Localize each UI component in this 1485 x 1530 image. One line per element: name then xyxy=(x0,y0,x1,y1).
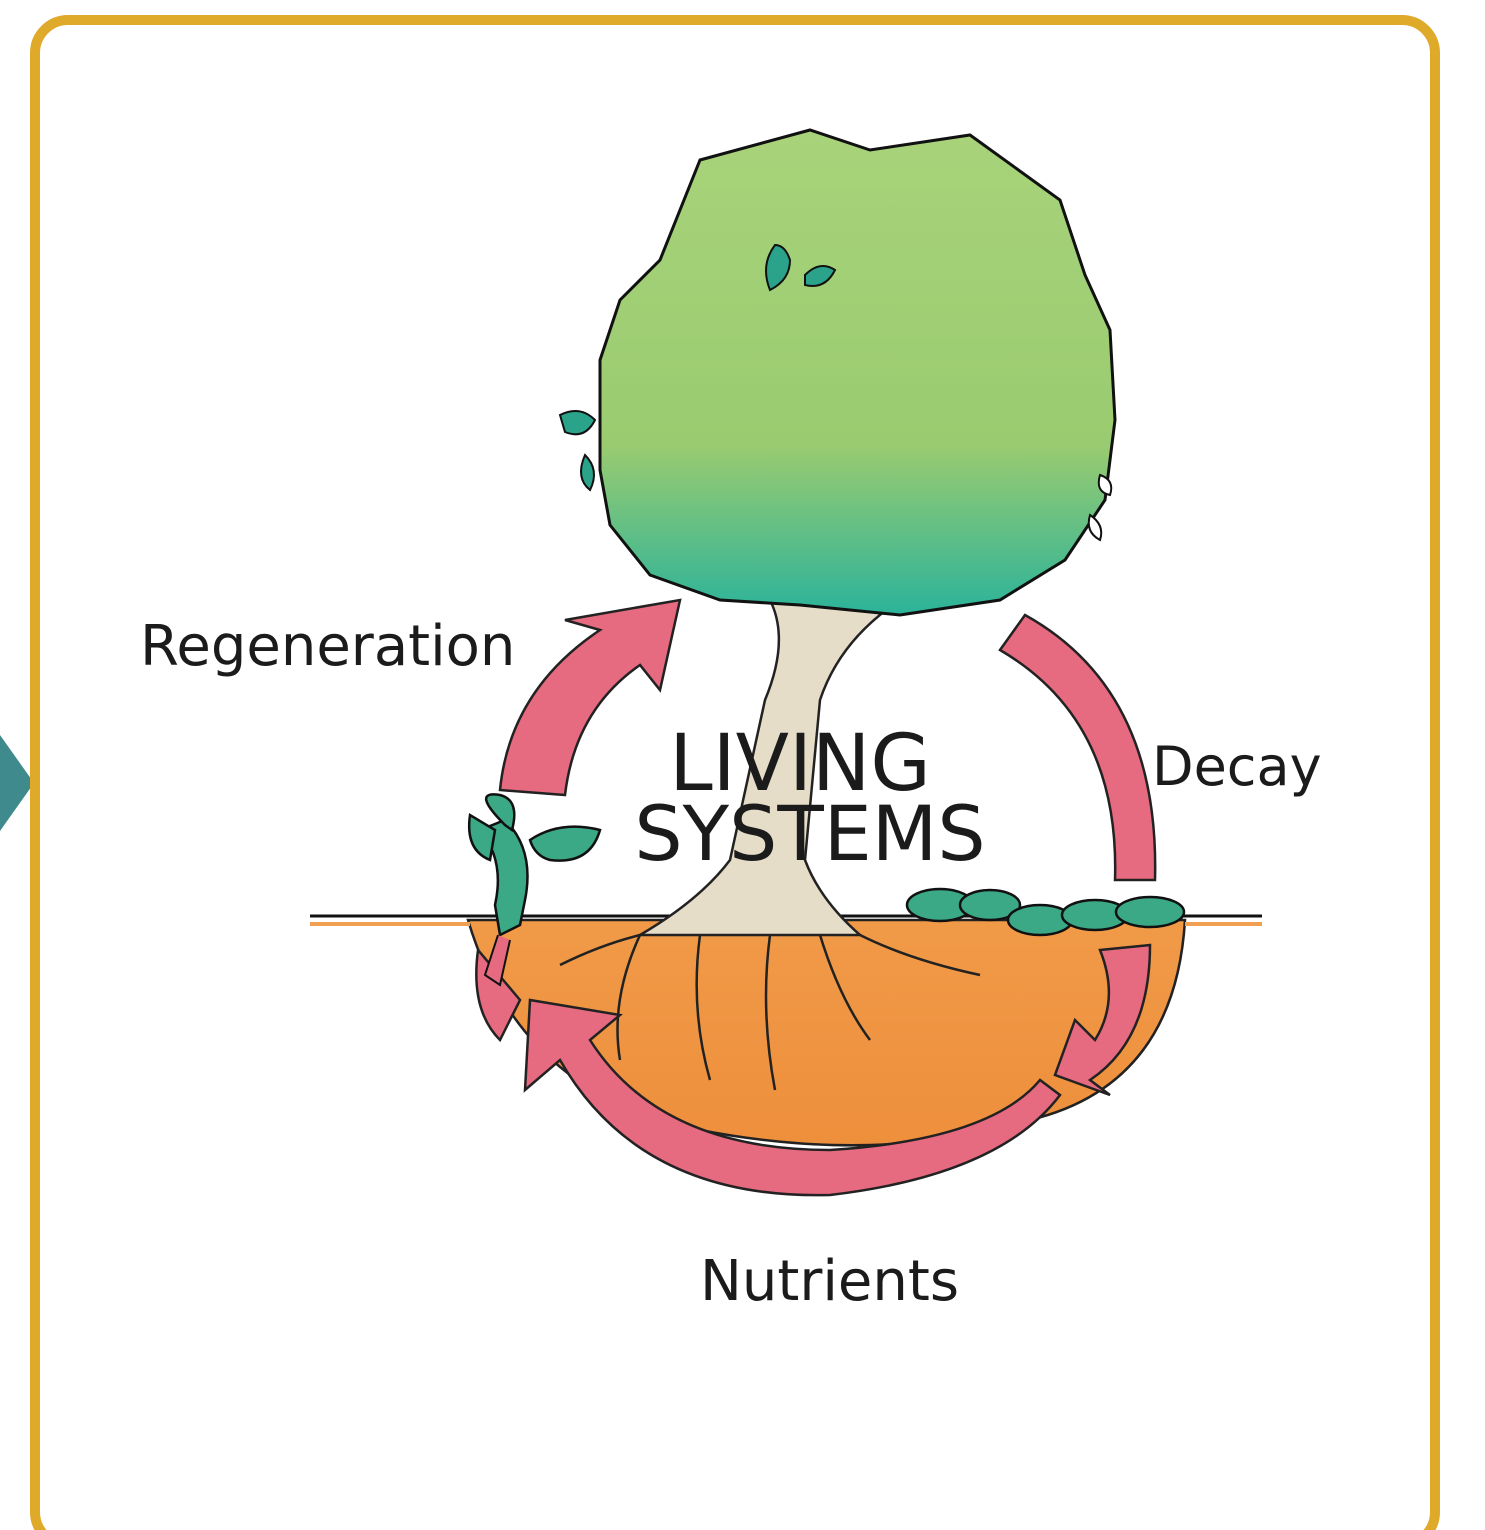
center-label-line2: SYSTEMS xyxy=(634,789,985,878)
decay-label: Decay xyxy=(1152,735,1322,798)
regeneration-label: Regeneration xyxy=(140,614,515,679)
regeneration-arrow-icon xyxy=(500,600,680,795)
nutrients-label: Nutrients xyxy=(700,1249,959,1314)
